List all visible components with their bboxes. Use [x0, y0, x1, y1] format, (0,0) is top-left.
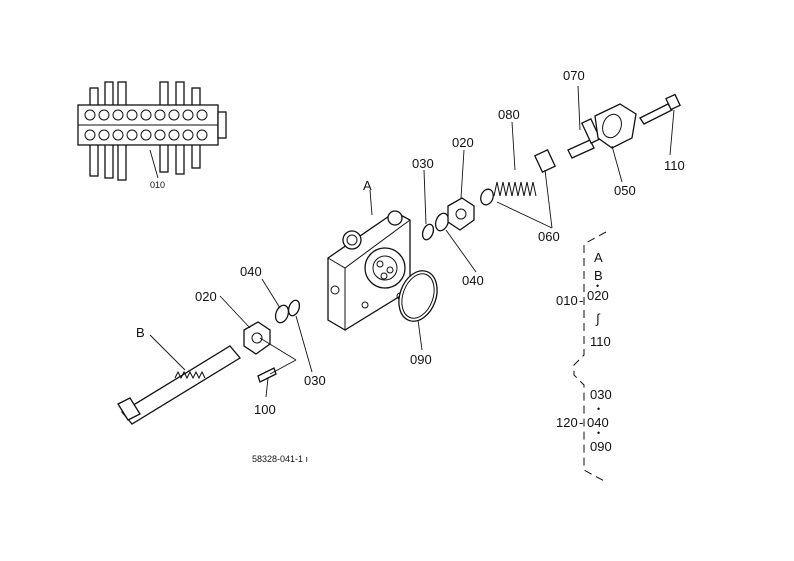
kit-legend: A B • 010 - 020 ∫ 110 030 • 120 - 040 • … — [556, 231, 612, 483]
label-080: 080 — [498, 107, 520, 122]
label-020-top: 020 — [452, 135, 474, 150]
right-side-parts — [421, 93, 681, 241]
valve-assembly-overview — [77, 81, 227, 181]
legend-030: 030 — [590, 387, 612, 402]
plate-020-left — [243, 321, 271, 355]
label-020-left: 020 — [195, 289, 217, 304]
bolt-100 — [257, 367, 277, 383]
label-ref-b: B — [136, 325, 145, 340]
cap-050 — [594, 103, 637, 149]
part-labels: 010 A 030 020 080 070 110 050 060 040 09… — [136, 68, 685, 417]
label-060: 060 — [538, 229, 560, 244]
label-040-right: 040 — [462, 273, 484, 288]
washer-040-right — [434, 212, 450, 232]
label-010: 010 — [150, 180, 165, 190]
label-030-bottom: 030 — [304, 373, 326, 388]
ring-030-right — [421, 223, 435, 241]
legend-040: 040 — [587, 415, 609, 430]
legend-110: 110 — [590, 334, 611, 349]
legend-dot-1: • — [596, 281, 599, 291]
leader-lines — [149, 85, 675, 398]
drawing-number: 58328-041-1 ı — [252, 454, 308, 464]
legend-b: B — [594, 268, 603, 283]
label-040-left: 040 — [240, 264, 262, 279]
legend-120: 120 — [556, 415, 578, 430]
legend-dash-2: - — [579, 415, 583, 430]
seat-060-a — [480, 188, 494, 206]
label-050: 050 — [614, 183, 636, 198]
legend-dot-2: • — [597, 404, 600, 414]
plunger-070 — [567, 139, 595, 159]
legend-090: 090 — [590, 439, 612, 454]
bolt-110 — [639, 103, 673, 125]
legend-dot-3: • — [597, 428, 600, 438]
legend-range: ∫ — [595, 311, 601, 326]
label-ref-a: A — [363, 178, 372, 193]
seat-060-b — [533, 149, 557, 173]
plate-020-right — [447, 197, 475, 231]
label-100: 100 — [254, 402, 276, 417]
label-090: 090 — [410, 352, 432, 367]
label-110-top: 110 — [664, 158, 685, 173]
label-070: 070 — [563, 68, 585, 83]
legend-020: 020 — [587, 288, 609, 303]
legend-dash-1: - — [579, 293, 583, 308]
label-030-top: 030 — [412, 156, 434, 171]
legend-a: A — [594, 250, 603, 265]
legend-010: 010 — [556, 293, 578, 308]
ring-030-left — [287, 299, 301, 317]
washer-040-left — [274, 304, 290, 324]
o-ring-090 — [398, 270, 438, 322]
valve-body — [327, 210, 411, 331]
spring-080 — [493, 181, 537, 197]
